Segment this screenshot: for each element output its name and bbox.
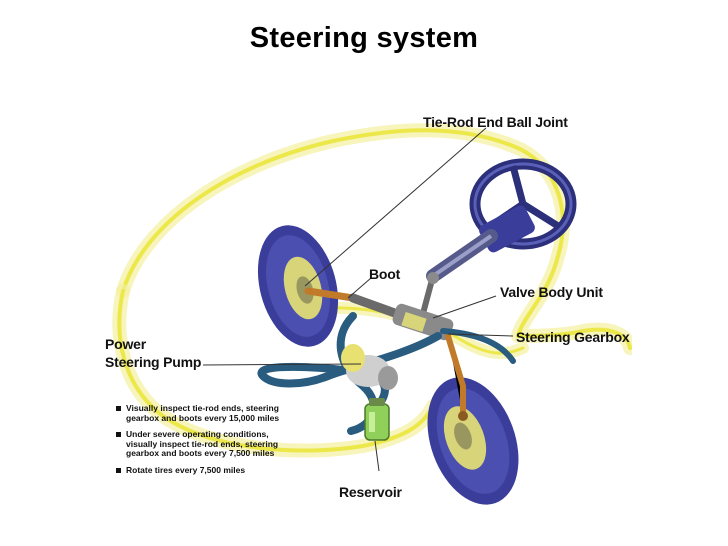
label-valve-body-unit: Valve Body Unit	[500, 284, 603, 300]
label-tie-rod-end-ball-joint: Tie-Rod End Ball Joint	[423, 114, 568, 130]
note-item: Under severe operating conditions, visua…	[116, 429, 286, 459]
note-item: Visually inspect tie-rod ends, steering …	[116, 403, 286, 423]
bullet-icon	[116, 467, 121, 473]
steering-system-illustration: Tie-Rod End Ball Joint Boot Valve Body U…	[103, 86, 632, 540]
bullet-icon	[116, 406, 121, 411]
steering-diagram-svg	[112, 123, 632, 505]
label-power-steering-pump-line2: Steering Pump	[105, 354, 202, 370]
label-reservoir: Reservoir	[339, 484, 402, 500]
reservoir	[364, 398, 390, 441]
label-leader-lines	[202, 127, 514, 472]
left-tire	[257, 225, 339, 347]
label-boot: Boot	[369, 266, 401, 282]
label-power-steering-pump-line1: Power	[105, 336, 147, 352]
bullet-icon	[116, 432, 121, 438]
power-steering-pump	[341, 344, 398, 390]
steering-column	[418, 229, 498, 322]
right-tire	[427, 377, 519, 505]
steering-gearbox-assembly	[304, 287, 468, 421]
note-item: Rotate tires every 7,500 miles	[116, 465, 286, 476]
maintenance-notes: Visually inspect tie-rod ends, steering …	[116, 403, 286, 483]
page-title: Steering system	[249, 22, 479, 54]
label-steering-gearbox: Steering Gearbox	[516, 329, 630, 345]
